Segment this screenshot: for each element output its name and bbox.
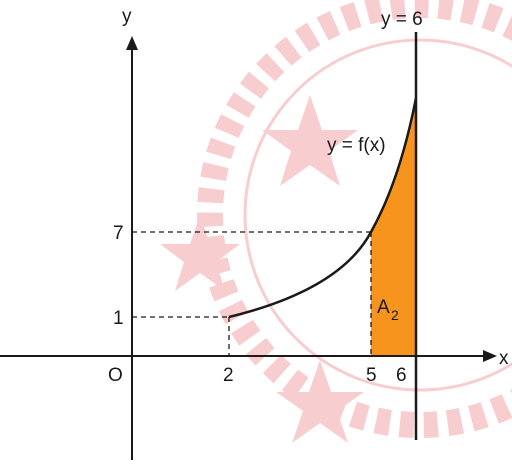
dashed-guides <box>132 231 372 356</box>
x-tick-label-5: 5 <box>366 365 377 386</box>
x-axis-label: x <box>499 348 509 369</box>
vertical-line-label: y = 6 <box>381 9 423 30</box>
watermark-star-icon <box>160 215 240 291</box>
shaded-region-a2 <box>371 98 416 356</box>
region-label-subscript: 2 <box>391 307 399 323</box>
origin-label: O <box>108 365 123 386</box>
watermark-emblem <box>160 0 512 443</box>
watermark-star-icon <box>276 360 364 443</box>
y-tick-label-1: 1 <box>113 308 124 329</box>
curve-f <box>228 97 418 319</box>
watermark-star-icon <box>262 95 358 186</box>
watermark-rope-ring <box>197 0 512 438</box>
x-tick-label-6: 6 <box>396 365 407 386</box>
y-axis-arrow-icon <box>126 36 138 50</box>
x-tick-label-2: 2 <box>223 365 234 386</box>
y-axis-label: y <box>122 6 132 27</box>
watermark-inner-ring <box>243 38 512 392</box>
region-label-letter: A <box>377 297 390 318</box>
x-axis-arrow-icon <box>483 350 497 362</box>
curve-label: y = f(x) <box>327 135 386 156</box>
y-tick-label-7: 7 <box>113 223 124 244</box>
